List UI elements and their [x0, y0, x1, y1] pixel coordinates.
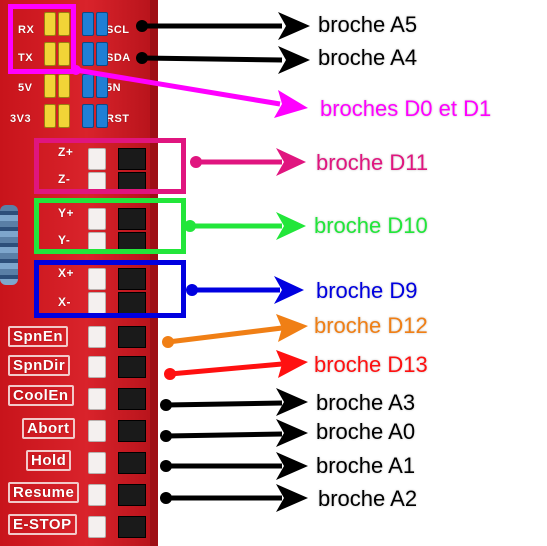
label-broche-d9: broche D9: [316, 278, 418, 303]
silk-3v3: 3V3: [10, 113, 32, 125]
label-broche-d11: broche D11: [316, 150, 429, 175]
arrow-d10: [184, 212, 306, 240]
label-broche-a1: broche A1: [316, 453, 416, 478]
silk-x-minus: X-: [58, 295, 71, 309]
y-axis-highlight-box: [34, 198, 186, 254]
arrow-a5: [136, 12, 310, 40]
label-broche-a3: broche A3: [316, 390, 416, 415]
connector-pin: [118, 148, 146, 170]
label-broche-a4: broche A4: [318, 45, 418, 70]
silk-z-plus: Z+: [58, 145, 74, 159]
connector-pin: [118, 268, 146, 290]
arrow-a2: [160, 484, 308, 512]
silk-spnen: SpnEn: [8, 326, 68, 347]
label-broche-a0: broche A0: [316, 419, 416, 444]
silk-coolen: CoolEn: [8, 385, 74, 406]
blue-pin: [82, 12, 94, 36]
label-broche-d13: broche D13: [314, 352, 428, 377]
blue-pin: [96, 12, 108, 36]
connector-pin: [88, 326, 106, 348]
silk-x-plus: X+: [58, 266, 75, 280]
yellow-pin: [44, 42, 56, 66]
arrow-a0: [160, 419, 308, 447]
silk-hold: Hold: [26, 450, 72, 471]
arrow-d0-d1: [71, 65, 308, 118]
arrow-d11: [190, 148, 306, 176]
connector-pin: [118, 452, 146, 474]
z-axis-highlight-box: [34, 138, 186, 194]
silk-resume: Resume: [8, 482, 80, 503]
connector-pin: [88, 356, 106, 378]
silk-rst: RST: [106, 113, 130, 125]
connector-pin: [88, 484, 106, 506]
arrow-d12: [162, 314, 308, 348]
silk-5n: 5N: [106, 82, 122, 94]
silk-sda: SDA: [106, 52, 131, 64]
rx-tx-highlight-box: [8, 4, 76, 74]
resistor: [0, 205, 18, 285]
silk-rx: RX: [18, 24, 35, 36]
connector-pin: [88, 148, 106, 170]
label-broche-a5: broche A5: [318, 12, 418, 37]
connector-pin: [88, 452, 106, 474]
silk-5v: 5V: [18, 82, 33, 94]
silk-scl: SCL: [106, 24, 130, 36]
connector-pin: [118, 516, 146, 538]
blue-pin: [82, 104, 94, 128]
cnc-shield-board: RX TX 5V 3V3 SCL SDA 5N RST Z+ Z- Y+ Y- …: [0, 0, 158, 546]
arrow-d13: [164, 350, 308, 380]
connector-pin: [88, 516, 106, 538]
yellow-pin: [58, 42, 70, 66]
connector-pin: [118, 356, 146, 378]
board-edge: [150, 0, 158, 546]
connector-pin: [88, 208, 106, 230]
connector-pin: [88, 268, 106, 290]
connector-pin: [118, 388, 146, 410]
silk-tx: TX: [18, 52, 34, 64]
yellow-pin: [58, 12, 70, 36]
connector-pin: [118, 326, 146, 348]
arrow-a3: [160, 388, 308, 416]
arrow-d9: [186, 276, 304, 304]
connector-pin: [118, 420, 146, 442]
blue-pin: [96, 42, 108, 66]
yellow-pin: [44, 74, 56, 98]
yellow-pin: [44, 104, 56, 128]
blue-pin: [96, 104, 108, 128]
blue-pin: [82, 42, 94, 66]
connector-pin: [118, 208, 146, 230]
arrow-a1: [160, 452, 308, 480]
silk-y-minus: Y-: [58, 233, 71, 247]
label-broche-d12: broche D12: [314, 313, 428, 338]
label-broche-a2: broche A2: [318, 486, 418, 511]
yellow-pin: [58, 74, 70, 98]
yellow-pin: [44, 12, 56, 36]
label-broche-d10: broche D10: [314, 213, 428, 238]
silk-estop: E-STOP: [8, 514, 77, 535]
connector-pin: [88, 388, 106, 410]
silk-z-minus: Z-: [58, 172, 71, 186]
yellow-pin: [58, 104, 70, 128]
silk-abort: Abort: [22, 418, 75, 439]
arrow-a4: [136, 46, 310, 74]
x-axis-highlight-box: [34, 260, 186, 318]
connector-pin: [118, 484, 146, 506]
silk-spndir: SpnDir: [8, 355, 71, 376]
silk-y-plus: Y+: [58, 206, 75, 220]
label-broches-d0-d1: broches D0 et D1: [320, 96, 492, 121]
connector-pin: [88, 420, 106, 442]
